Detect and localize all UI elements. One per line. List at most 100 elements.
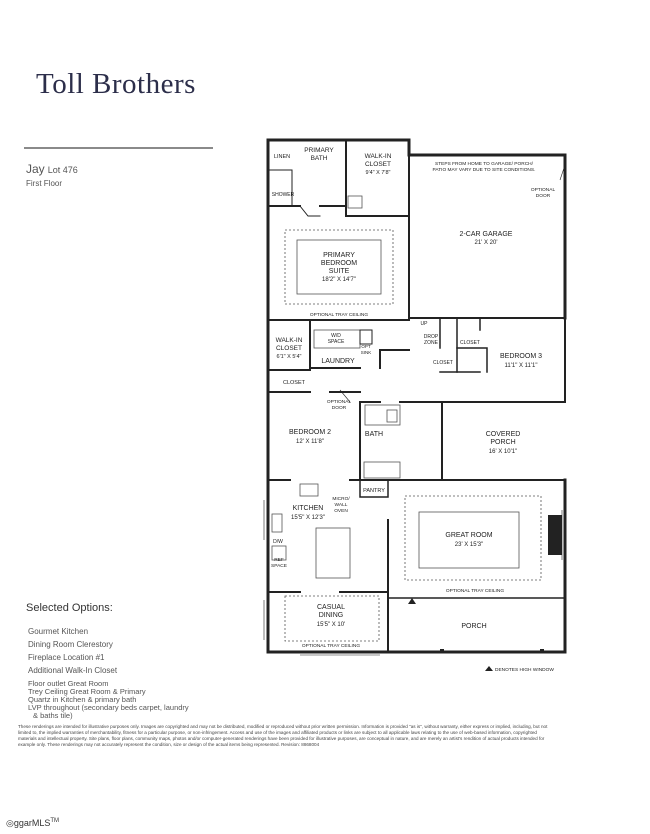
optional-door-label: DOOR	[332, 405, 347, 411]
covered-porch-label: PORCH	[490, 439, 515, 446]
column-marker	[408, 598, 416, 604]
primary-bedroom-label: SUITE	[329, 268, 350, 275]
drop-zone-label: DROP	[424, 334, 439, 340]
kitchen-dimensions: 15'5" X 12'3"	[291, 515, 325, 521]
small-closet-dimensions: 6'1" X 5'4"	[277, 354, 302, 360]
up-label: UP	[421, 321, 429, 327]
casual-dining-label: CASUAL	[317, 604, 345, 611]
tray-ceiling-outline	[284, 595, 380, 642]
closet-label: CLOSET	[433, 360, 453, 366]
bedroom2-label: BEDROOM 2	[289, 429, 331, 436]
opt-sink-icon	[359, 329, 373, 345]
bathtub	[363, 461, 401, 479]
walkin-closet-label: CLOSET	[365, 161, 391, 168]
great-room-dimensions: 23' X 15'3"	[455, 542, 483, 548]
ref-space-label: SPACE	[271, 563, 287, 569]
garage-note: PATIO MAY VARY DUE TO SITE CONDITIONS.	[433, 167, 536, 173]
option-item: Fireplace Location #1	[28, 653, 105, 662]
option-item: Trey Ceiling Great Room & Primary	[28, 687, 146, 696]
option-item: Gourmet Kitchen	[28, 627, 89, 636]
interior-wall	[309, 319, 410, 369]
toilet-icon	[386, 409, 398, 423]
post-icon	[540, 649, 544, 653]
exterior-wall	[266, 478, 567, 654]
plan-name: Jay	[26, 162, 45, 176]
high-window-note: DENOTES HIGH WINDOW	[495, 667, 554, 673]
micro-wall-oven-label: MICRO/	[332, 496, 350, 502]
small-closet-label: WALK-IN	[276, 337, 303, 344]
bedroom3-label: BEDROOM 3	[500, 353, 542, 360]
lot-label: Lot 476	[47, 165, 78, 175]
bath-label: BATH	[365, 431, 383, 438]
garage-label: 2-CAR GARAGE	[460, 231, 513, 238]
casual-dining-label: DINING	[319, 612, 344, 619]
option-item: & baths tile)	[33, 711, 73, 720]
great-room-label: GREAT ROOM	[445, 532, 492, 539]
laundry-label: LAUNDRY	[321, 358, 355, 365]
option-item: LVP throughout (secondary beds carpet, l…	[28, 703, 189, 712]
mls-tm: TM	[50, 818, 60, 824]
bedroom3-dimensions: 11'1" X 11'1"	[504, 363, 537, 369]
tray-ceiling-label: OPTIONAL TRAY CEILING	[446, 588, 504, 594]
covered-porch-label: COVERED	[486, 431, 521, 438]
option-item: Quartz in Kitchen & primary bath	[28, 695, 137, 704]
divider	[24, 147, 213, 149]
tray-ceiling-label: OPTIONAL TRAY CEILING	[310, 312, 368, 318]
toilet-icon	[347, 195, 363, 209]
option-item: Additional Walk-In Closet	[28, 666, 118, 675]
mls-text: ggarMLS	[13, 818, 51, 828]
covered-porch-dimensions: 16' X 10'1"	[489, 449, 517, 455]
optional-door-swing	[559, 164, 566, 181]
primary-bedroom-dimensions: 18'2" X 14'7"	[322, 277, 356, 283]
cooktop-icon	[299, 483, 319, 497]
interior-wall	[299, 205, 321, 217]
fireplace-icon	[548, 515, 562, 555]
pantry-label: PANTRY	[363, 488, 385, 494]
sink-icon	[271, 513, 283, 533]
opt-sink-label: SINK	[361, 350, 372, 355]
closet-label: CLOSET	[283, 380, 306, 386]
optional-door-label: DOOR	[536, 193, 551, 199]
primary-bath-label: BATH	[311, 155, 328, 162]
interior-wall	[267, 139, 410, 217]
optional-door-swing	[339, 389, 351, 403]
option-item: Dining Room Clerestory	[28, 640, 113, 649]
tray-ceiling-label: OPTIONAL TRAY CEILING	[302, 643, 360, 649]
interior-wall	[359, 401, 443, 481]
interior-wall	[359, 479, 389, 498]
opt-sink-label: OPT	[361, 344, 371, 349]
micro-wall-oven-label: OVEN	[334, 508, 348, 514]
kitchen-label: KITCHEN	[293, 505, 324, 512]
optional-door-label: OPTIONAL	[327, 399, 352, 405]
tray-ceiling-outline	[404, 495, 542, 581]
primary-bedroom-label: PRIMARY	[323, 252, 355, 259]
interior-wall	[439, 317, 481, 373]
garage-note: STEPS FROM HOME TO GARAGE/ PORCH/	[435, 161, 534, 167]
brand-logo: Toll Brothers	[36, 68, 196, 100]
disclaimer: These renderings are intended for illust…	[18, 724, 548, 747]
interior-wall	[439, 347, 488, 373]
great-room-rug-outline	[418, 511, 520, 569]
dishwasher-label: D/W	[273, 539, 283, 545]
shower-label: SHOWER	[272, 192, 295, 198]
high-window-marker	[485, 666, 493, 671]
small-closet-label: CLOSET	[276, 345, 302, 352]
linen-label: LINEN	[274, 154, 290, 160]
primary-bath-label: PRIMARY	[304, 147, 334, 154]
porch-label: PORCH	[461, 623, 486, 630]
bedroom-rug-outline	[296, 239, 382, 295]
bath-vanity	[364, 404, 401, 426]
closet-label: CLOSET	[460, 340, 480, 346]
garage-dimensions: 21' X 20'	[475, 240, 498, 246]
walkin-closet-dimensions: 9'4" X 7'8"	[366, 170, 391, 176]
post-icon	[440, 649, 444, 653]
wd-space-label: SPACE	[328, 339, 345, 345]
refrigerator-space	[271, 545, 287, 561]
options-title: Selected Options:	[26, 602, 113, 614]
mls-logo-icon: ◎	[6, 818, 14, 828]
walkin-closet-label: WALK-IN	[365, 153, 392, 160]
micro-wall-oven-label: WALL	[335, 502, 348, 508]
floor-label: First Floor	[26, 179, 62, 188]
